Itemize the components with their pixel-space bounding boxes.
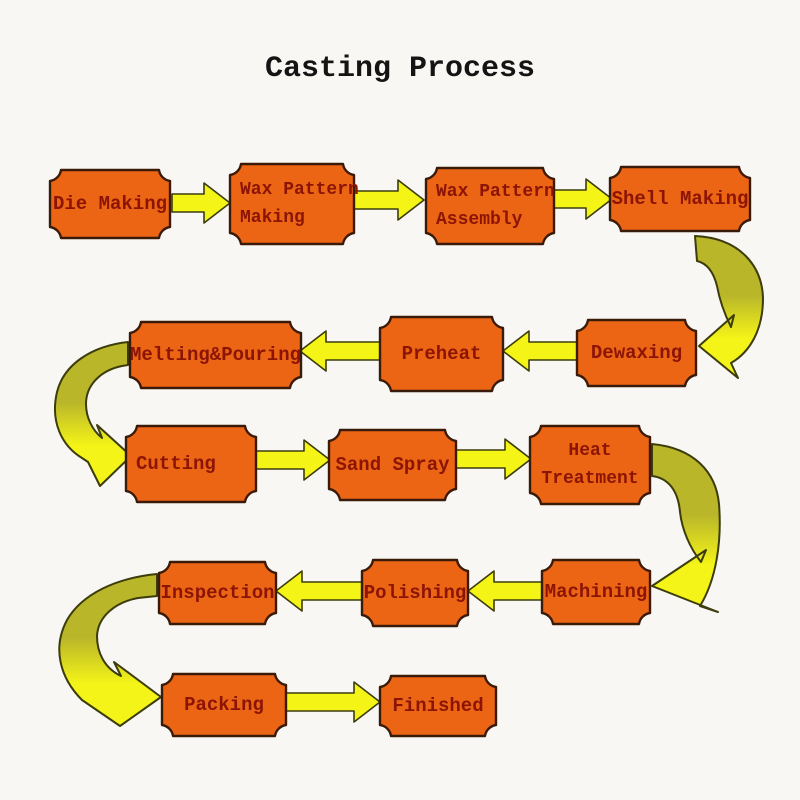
arrow-sand-spray-to-heat-treatment xyxy=(453,438,532,480)
arrow-dewaxing-to-preheat xyxy=(502,330,578,372)
node-shape xyxy=(575,318,698,388)
node-polishing: Polishing xyxy=(360,558,470,628)
arrow-wax-pattern-making-to-wax-pattern-assembly xyxy=(353,179,425,221)
node-label: Shell Making xyxy=(611,188,749,210)
arrow-machining-to-polishing xyxy=(467,570,545,612)
node-shape xyxy=(378,315,505,393)
curved-arrow-shell-making-to-dewaxing xyxy=(694,235,764,379)
node-label: Treatment xyxy=(541,469,639,489)
page-title: Casting Process xyxy=(264,52,536,86)
node-label: Dewaxing xyxy=(590,342,683,364)
node-label: Die Making xyxy=(52,193,168,215)
node-wax-pattern-assembly: Wax Pattern Assembly xyxy=(424,166,556,246)
curved-arrow-heat-treatment-to-machining xyxy=(651,443,721,613)
node-shell-making: Shell Making xyxy=(608,165,752,233)
node-label: Polishing xyxy=(363,582,467,604)
arrow-wax-pattern-assembly-to-shell-making xyxy=(553,178,613,220)
node-label: Sand Spray xyxy=(335,454,450,476)
arrow-packing-to-finished xyxy=(283,681,381,723)
node-packing: Packing xyxy=(160,672,288,738)
node-label: Preheat xyxy=(401,343,482,365)
node-label: Machining xyxy=(544,581,648,603)
node-shape xyxy=(124,424,258,504)
node-shape xyxy=(424,166,556,246)
arrow-cutting-to-sand-spray xyxy=(253,439,331,481)
curved-arrow-inspection-to-packing xyxy=(58,573,162,727)
node-cutting: Cutting xyxy=(124,424,258,504)
node-heat-treatment: Heat Treatment xyxy=(528,424,652,506)
node-inspection: Inspection xyxy=(157,560,278,626)
node-finished: Finished xyxy=(378,674,498,738)
node-die-making: Die Making xyxy=(48,168,172,240)
node-label: Heat xyxy=(568,441,612,461)
arrow-preheat-to-melting-pouring xyxy=(299,330,381,372)
arrow-die-making-to-wax-pattern-making xyxy=(171,182,231,224)
arrow-polishing-to-inspection xyxy=(275,570,365,612)
node-label: Inspection xyxy=(160,582,275,604)
node-label: Finished xyxy=(392,695,484,717)
node-shape xyxy=(360,558,470,628)
node-label: Making xyxy=(240,208,305,228)
node-label: Wax Pattern xyxy=(436,182,555,202)
node-preheat: Preheat xyxy=(378,315,505,393)
node-dewaxing: Dewaxing xyxy=(575,318,698,388)
node-machining: Machining xyxy=(540,558,652,626)
node-shape xyxy=(160,672,288,738)
node-label: Melting&Pouring xyxy=(129,344,302,366)
node-shape xyxy=(128,320,303,390)
node-label: Assembly xyxy=(436,210,523,230)
node-wax-pattern-making: Wax Pattern Making xyxy=(228,162,359,246)
node-shape xyxy=(157,560,278,626)
node-shape xyxy=(540,558,652,626)
curved-arrow-melting-pouring-to-cutting xyxy=(54,341,132,487)
node-shape xyxy=(608,165,752,233)
node-shape xyxy=(228,162,356,246)
node-label: Cutting xyxy=(136,453,216,475)
node-shape xyxy=(48,168,172,240)
node-label: Wax Pattern xyxy=(240,180,359,200)
node-sand-spray: Sand Spray xyxy=(327,428,458,502)
node-melting-pouring: Melting&Pouring xyxy=(128,320,303,390)
node-label: Packing xyxy=(184,694,264,716)
node-shape xyxy=(528,424,652,506)
node-shape xyxy=(378,674,498,738)
node-shape xyxy=(327,428,458,502)
